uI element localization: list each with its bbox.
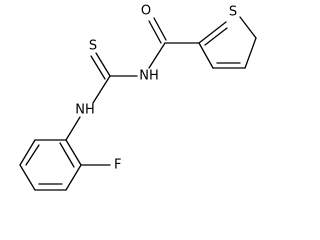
bond-thione-b	[90, 55, 106, 80]
bond-ph-5-6-inner	[25, 144, 40, 166]
bond-carbonyl-b	[148, 20, 162, 44]
atom-sulfur-thione: S	[89, 39, 97, 54]
atom-nh-amide: NH	[139, 69, 159, 84]
atom-fluorine: F	[114, 158, 121, 173]
bond-thione-a	[95, 52, 111, 77]
bond-c-nh-amide	[148, 42, 166, 69]
bond-ph-4-5	[19, 164, 36, 191]
bond-c2-s	[198, 21, 227, 44]
bond-s-c5	[239, 16, 257, 39]
molecule-structure: O S NH S NH F	[19, 4, 257, 191]
bond-nh-phenyl	[65, 116, 81, 141]
bonds	[19, 16, 257, 191]
bond-ph-2-3	[65, 164, 82, 191]
bond-carbonyl-a	[153, 17, 167, 41]
bond-ph-5-6	[19, 139, 36, 166]
bond-c3-c2	[198, 42, 214, 69]
bond-c5-c4	[244, 37, 257, 69]
bond-cs-nh-aniline	[92, 75, 111, 104]
atom-nh-aniline: NH	[75, 103, 95, 118]
atom-sulfur-thiophene: S	[229, 5, 237, 20]
bond-c2-s-inner	[204, 27, 228, 46]
bond-ph-1-2	[65, 139, 82, 166]
atom-labels: O S NH S NH F	[75, 4, 237, 173]
atom-oxygen: O	[141, 4, 151, 19]
bond-ph-1-2-inner	[59, 142, 75, 168]
